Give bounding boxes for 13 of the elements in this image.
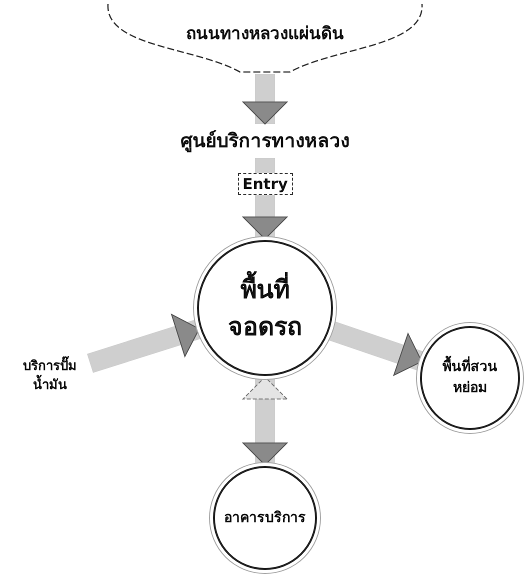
circle-label: พื้นที่จอดรถ <box>222 270 308 346</box>
fuel-service-label: บริการปั๊มน้ำมัน <box>19 356 81 396</box>
block-arrow <box>327 320 425 376</box>
service-center-label: ศูนย์บริการทางหลวง <box>180 128 350 154</box>
block-arrow <box>242 376 288 466</box>
block-arrow <box>242 74 288 124</box>
block-arrow <box>86 314 202 373</box>
block-arrow <box>242 158 288 240</box>
road-banner <box>105 2 425 74</box>
circle-label: อาคารบริการ <box>224 508 306 528</box>
edge-label: Entry <box>238 173 293 195</box>
banner-label: ถนนทางหลวงแผ่นดิน <box>186 23 344 46</box>
circle-label: พื้นที่สวนหย่อม <box>441 357 499 399</box>
